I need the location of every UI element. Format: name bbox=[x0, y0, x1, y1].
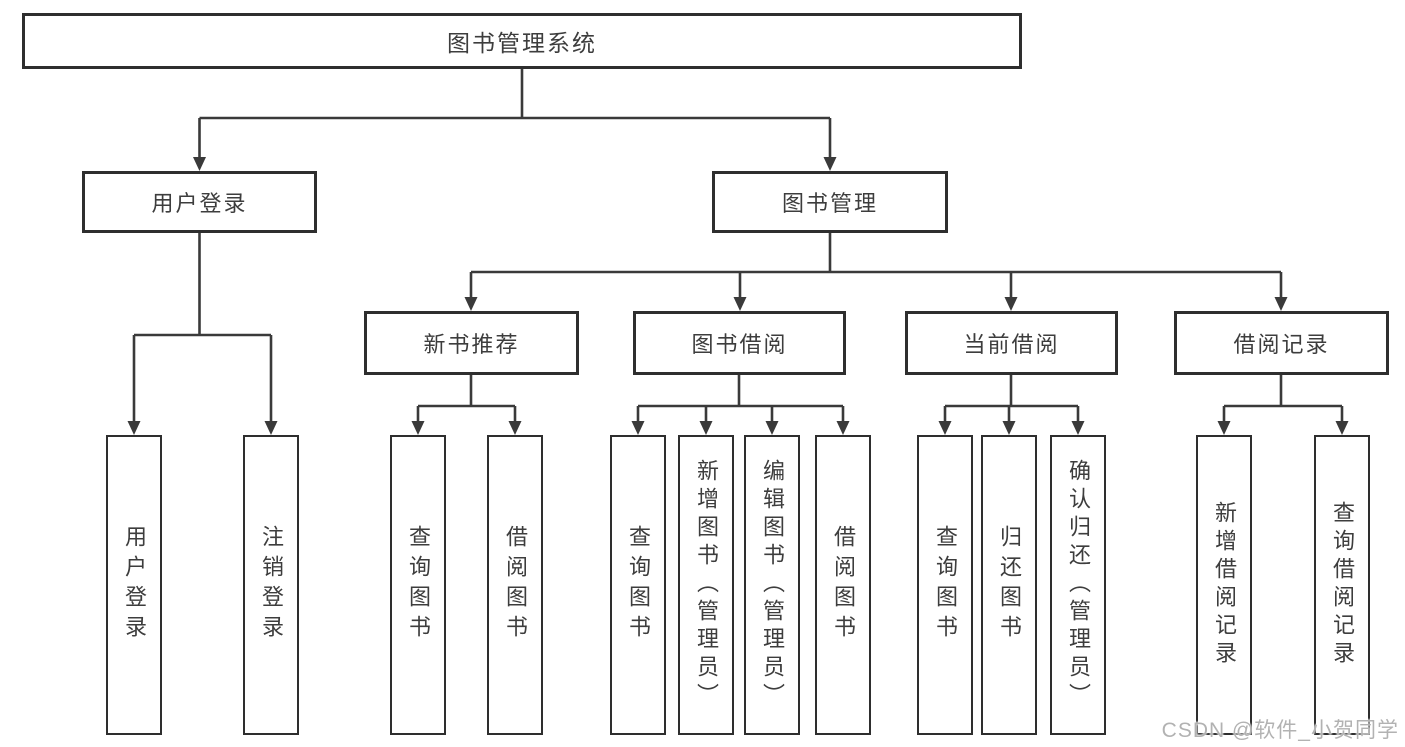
leaf-confirm-return-admin: 确认归还（管理员） bbox=[1050, 435, 1106, 735]
leaf-query-books-recommend-label: 查询图书 bbox=[406, 525, 431, 645]
leaf-query-books-recommend: 查询图书 bbox=[390, 435, 446, 735]
node-borrowing-records: 借阅记录 bbox=[1174, 311, 1389, 375]
node-book-management: 图书管理 bbox=[712, 171, 948, 233]
leaf-query-books-current: 查询图书 bbox=[917, 435, 973, 735]
node-user-login: 用户登录 bbox=[82, 171, 317, 233]
leaf-logout-label: 注销登录 bbox=[259, 525, 284, 645]
watermark: CSDN @软件_小贺同学 bbox=[1161, 719, 1399, 742]
leaf-add-books-admin: 新增图书（管理员） bbox=[678, 435, 734, 735]
leaf-confirm-return-admin-label: 确认归还（管理员） bbox=[1066, 459, 1091, 711]
leaf-borrow-books-recommend-label: 借阅图书 bbox=[503, 525, 528, 645]
leaf-edit-books-admin: 编辑图书（管理员） bbox=[744, 435, 800, 735]
leaf-query-books-borrowing-label: 查询图书 bbox=[626, 525, 651, 645]
node-new-book-recommend: 新书推荐 bbox=[364, 311, 579, 375]
leaf-add-borrow-record: 新增借阅记录 bbox=[1196, 435, 1252, 735]
leaf-query-borrow-record-label: 查询借阅记录 bbox=[1330, 501, 1355, 669]
leaf-query-books-current-label: 查询图书 bbox=[933, 525, 958, 645]
leaf-borrow-books-recommend: 借阅图书 bbox=[487, 435, 543, 735]
leaf-borrow-books: 借阅图书 bbox=[815, 435, 871, 735]
leaf-add-borrow-record-label: 新增借阅记录 bbox=[1212, 501, 1237, 669]
leaf-edit-books-admin-label: 编辑图书（管理员） bbox=[760, 459, 785, 711]
leaf-borrow-books-label: 借阅图书 bbox=[831, 525, 856, 645]
node-book-borrowing: 图书借阅 bbox=[633, 311, 846, 375]
arrowheads bbox=[127, 157, 1349, 435]
leaf-query-borrow-record: 查询借阅记录 bbox=[1314, 435, 1370, 735]
leaf-return-books: 归还图书 bbox=[981, 435, 1037, 735]
leaf-user-login: 用户登录 bbox=[106, 435, 162, 735]
node-library-system: 图书管理系统 bbox=[22, 13, 1022, 69]
node-current-borrowing: 当前借阅 bbox=[905, 311, 1118, 375]
leaf-user-login-label: 用户登录 bbox=[122, 525, 147, 645]
leaf-return-books-label: 归还图书 bbox=[997, 525, 1022, 645]
leaf-query-books-borrowing: 查询图书 bbox=[610, 435, 666, 735]
leaf-add-books-admin-label: 新增图书（管理员） bbox=[694, 459, 719, 711]
leaf-logout: 注销登录 bbox=[243, 435, 299, 735]
